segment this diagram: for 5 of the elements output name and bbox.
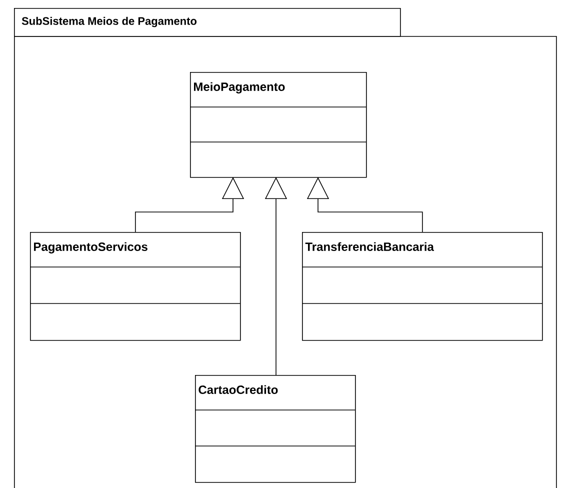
class-box: PagamentoServicos bbox=[30, 232, 241, 341]
class-box: MeioPagamento bbox=[190, 72, 367, 178]
class-box: CartaoCredito bbox=[194, 375, 356, 483]
node-label: SubSistema Meios de Pagamento bbox=[22, 16, 197, 28]
class-box: TransferenciaBancaria bbox=[302, 232, 543, 341]
